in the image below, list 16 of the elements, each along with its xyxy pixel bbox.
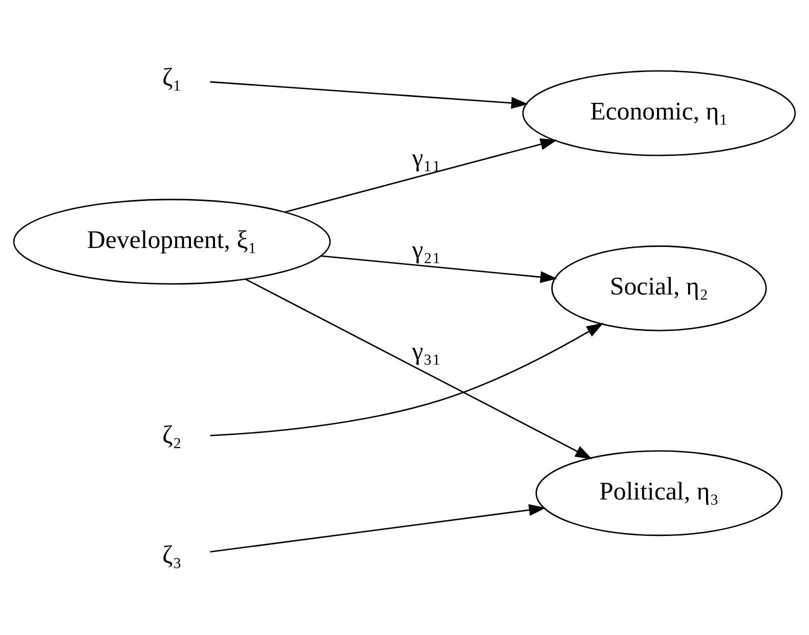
node-ellipse: Political, η₃ [536, 450, 783, 536]
node-ellipse: Economic, η₁ [522, 70, 796, 156]
arrow [210, 504, 546, 552]
node-text: ζ₂ [162, 420, 182, 448]
edge-label: γ₁₁ [412, 144, 441, 172]
arrow [210, 80, 528, 108]
edge-label: γ₂₁ [412, 235, 441, 264]
node-text: ζ₁ [162, 63, 182, 92]
arrow [320, 254, 558, 282]
node-ellipse: Development, ξ₁ [13, 198, 331, 284]
node-text: ζ₃ [162, 540, 182, 568]
node-ellipse: Social, η₂ [551, 244, 767, 331]
arrow [210, 322, 604, 436]
arrow [284, 138, 558, 212]
arrow [245, 278, 592, 459]
edge-label: γ₃₁ [412, 337, 441, 366]
